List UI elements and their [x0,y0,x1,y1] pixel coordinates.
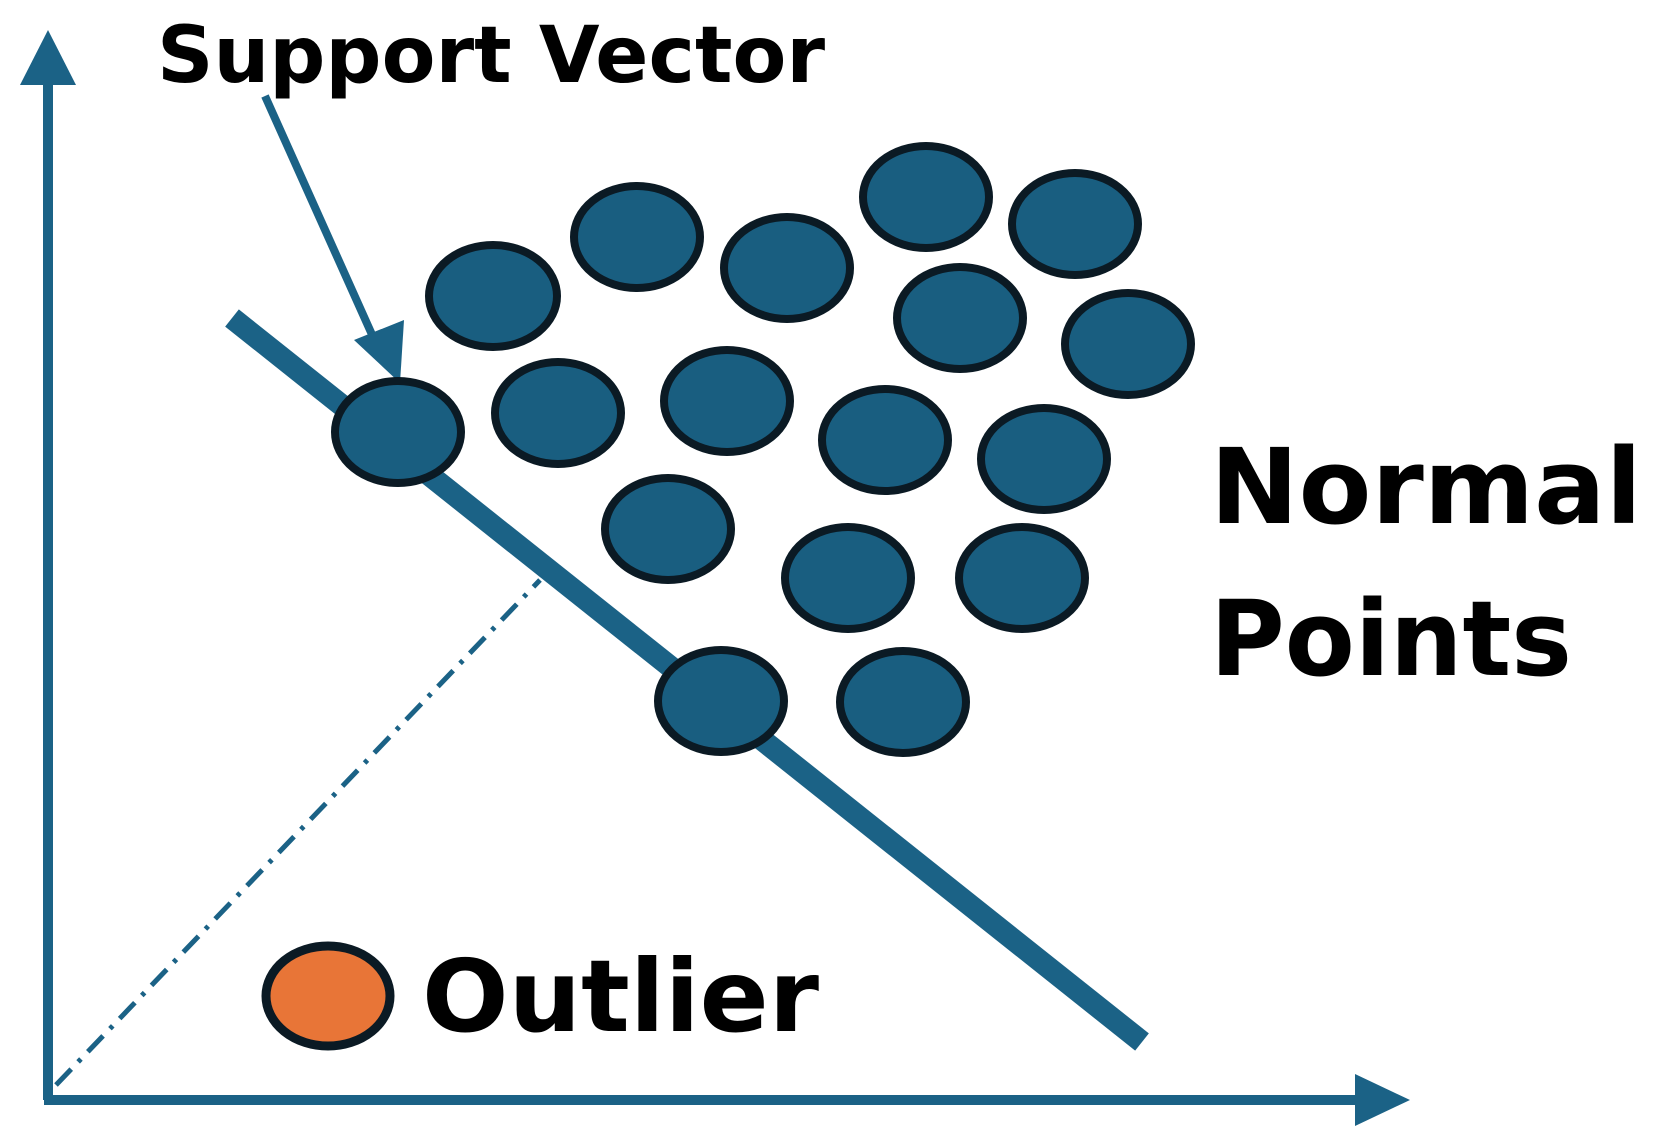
support-vector-arrow-shaft [261,94,382,350]
support-vector-point [331,377,465,487]
axes [20,30,1410,1126]
normal-point [1061,289,1195,399]
normal-point [491,358,625,468]
outlier-point [261,941,395,1051]
y-axis-arrowhead [20,30,76,85]
normal-points-label-line1: Normal [1210,426,1642,548]
normal-point [955,523,1089,633]
normal-point [720,213,854,323]
normal-points-label-line2: Points [1210,578,1572,700]
normal-point [818,385,952,495]
normal-points [425,142,1195,757]
support-vector-label: Support Vector [157,11,826,101]
x-axis-arrowhead [1355,1074,1410,1126]
normal-point [570,182,704,292]
normal-point [781,523,915,633]
normal-point [601,474,735,584]
normal-point [977,404,1111,514]
normal-point [836,647,970,757]
outlier-label: Outlier [422,938,820,1055]
normal-point [1008,169,1142,279]
normal-point [425,241,561,351]
support-vector-point [654,646,788,756]
support-vectors [331,377,788,756]
normal-point [660,346,794,456]
normal-point [859,142,993,252]
normal-point [893,263,1027,373]
support-vector-arrow [261,94,404,383]
support-vector-arrowhead [354,320,404,383]
